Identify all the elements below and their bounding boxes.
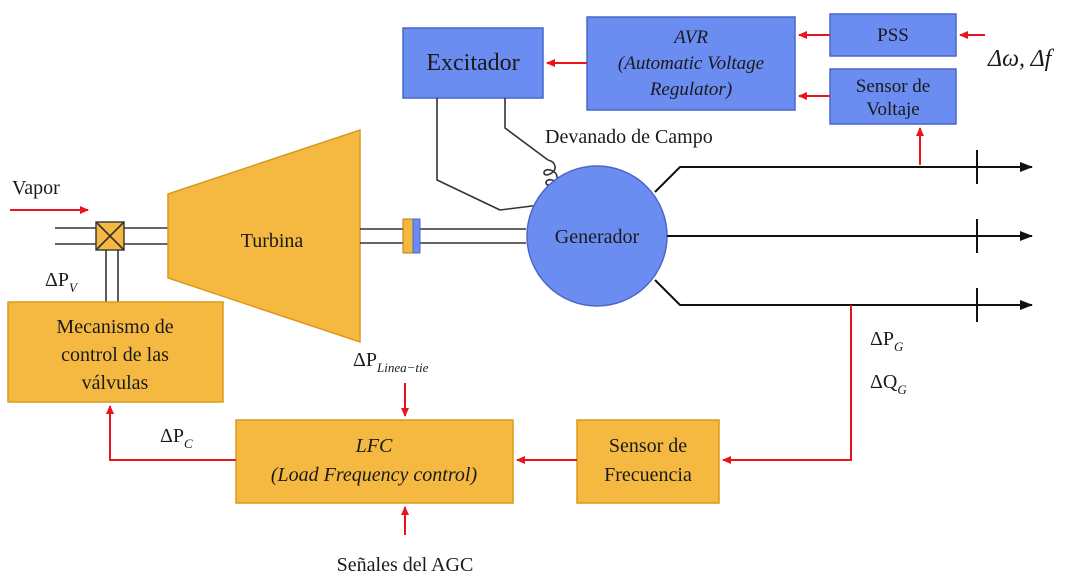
- output-line-1: [654, 162, 1033, 193]
- avr-label-line2: (Automatic Voltage: [618, 53, 764, 74]
- turbina-label: Turbina: [241, 230, 304, 252]
- generador-label: Generador: [555, 226, 640, 248]
- delta-pg-label: ΔPG: [870, 328, 904, 354]
- mecanismo-line1: Mecanismo de: [56, 316, 173, 338]
- valve: [95, 221, 125, 251]
- delta-omega-f-label: Δω, Δf: [987, 46, 1055, 72]
- mecanismo-block: Mecanismo de control de las válvulas: [7, 301, 224, 403]
- turbina-shape: Turbina: [167, 128, 361, 344]
- sensor-frecuencia-line1: Sensor de: [609, 435, 687, 457]
- lfc-label-line1: LFC: [355, 435, 393, 457]
- sensor-voltaje-block: Sensor de Voltaje: [829, 68, 957, 125]
- frequency-feedback-arrow: [722, 305, 852, 464]
- sensor-voltaje-line2: Voltaje: [866, 99, 919, 120]
- pss-block: PSS: [829, 13, 957, 57]
- avr-block: AVR (Automatic Voltage Regulator): [586, 16, 796, 111]
- delta-p-tie-label: ΔPLinea−tie: [353, 349, 429, 375]
- vapor-label: Vapor: [12, 177, 60, 199]
- delta-qg-label: ΔQG: [870, 371, 907, 397]
- avr-label-line3: Regulator): [649, 79, 732, 100]
- excitador-block: Excitador: [402, 27, 544, 99]
- delta-pc-label: ΔPC: [160, 425, 193, 451]
- pss-label: PSS: [877, 25, 909, 46]
- devanado-label: Devanado de Campo: [545, 126, 713, 148]
- sensor-frecuencia-block: Sensor de Frecuencia: [576, 419, 720, 504]
- sensor-frecuencia-line2: Frecuencia: [604, 464, 692, 486]
- coupling: [402, 218, 421, 254]
- lfc-label-line2: (Load Frequency control): [271, 464, 478, 486]
- generador-circle: Generador: [526, 165, 668, 307]
- delta-pv-label: ΔPV: [45, 269, 79, 295]
- mecanismo-line2: control de las: [61, 344, 169, 366]
- avr-label-line1: AVR: [672, 27, 708, 48]
- output-line-3: [654, 279, 1033, 310]
- senales-agc-label: Señales del AGC: [337, 554, 474, 576]
- sensor-voltaje-line1: Sensor de: [856, 76, 930, 97]
- lfc-block: LFC (Load Frequency control): [235, 419, 514, 504]
- excitador-label: Excitador: [426, 50, 519, 76]
- mecanismo-line3: válvulas: [82, 372, 149, 394]
- lfc-to-mecanismo-arrow: [106, 405, 236, 461]
